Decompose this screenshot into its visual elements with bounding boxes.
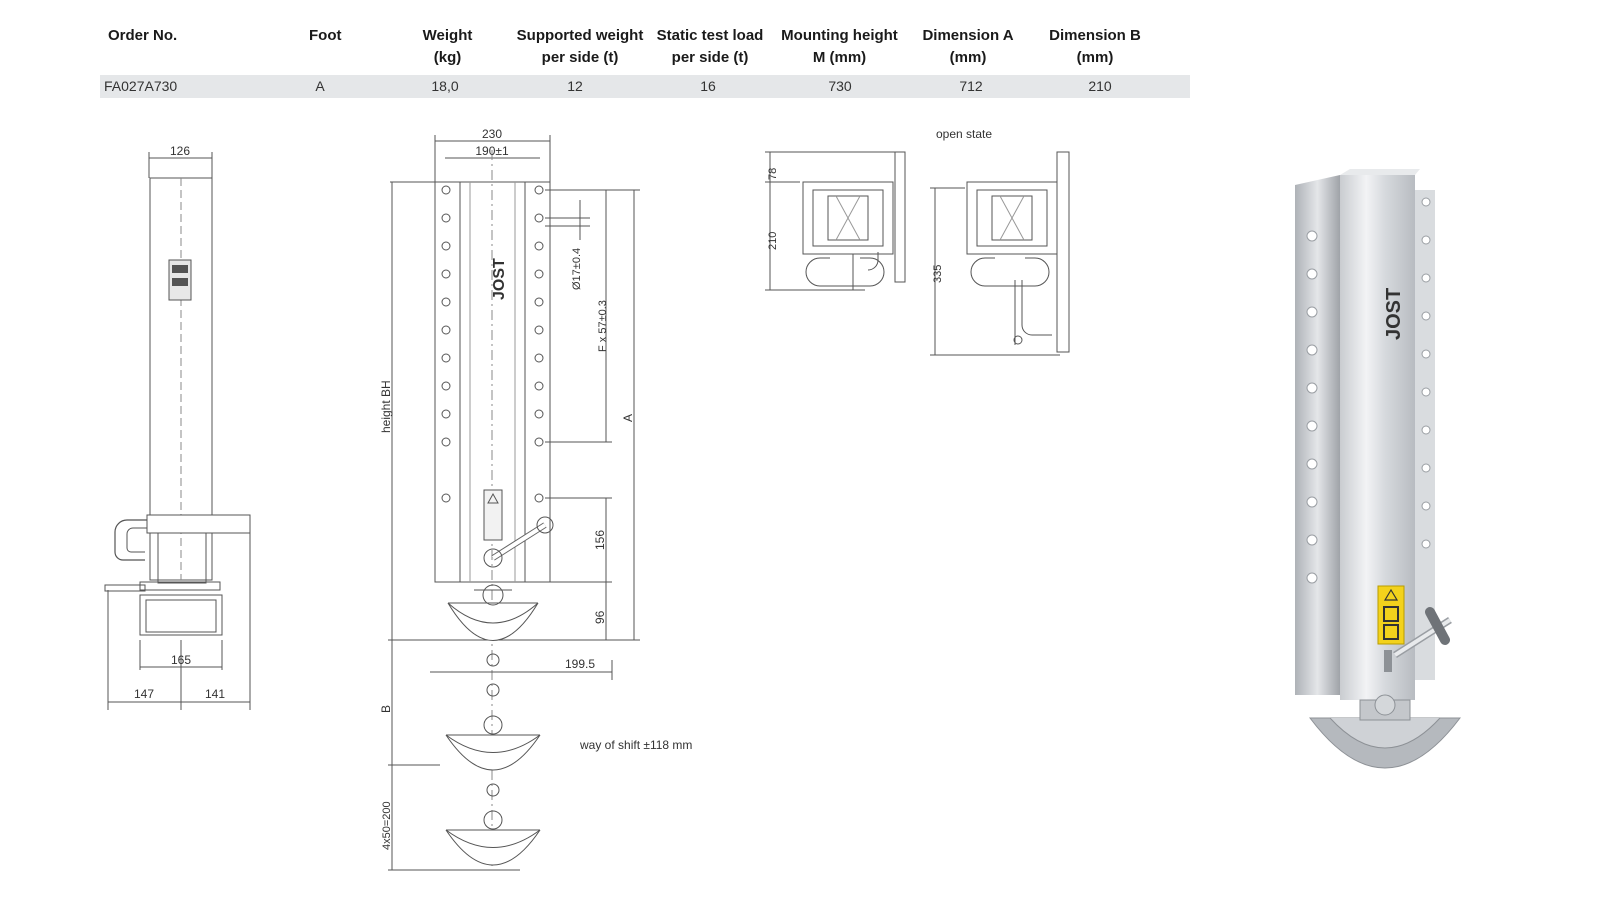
dim-pitch: F x 57±0.3 <box>597 300 609 352</box>
header-line: (mm) <box>1076 49 1114 66</box>
header-static-test-load: Static test load per side (t) <box>645 25 775 69</box>
header-line: Static test load <box>656 27 764 44</box>
header-line: (mm) <box>949 49 987 66</box>
header-foot: Foot <box>309 25 369 47</box>
dim-199-5: 199.5 <box>565 657 595 671</box>
header-line: Supported weight <box>516 27 644 44</box>
header-weight: Weight (kg) <box>400 25 495 69</box>
header-line: Foot <box>309 27 342 44</box>
dim-147: 147 <box>134 687 154 701</box>
dim-210: 210 <box>767 232 779 250</box>
mounting-holes-right <box>534 185 544 503</box>
header-dimension-a: Dimension A (mm) <box>908 25 1028 69</box>
cell-foot: A <box>315 78 325 94</box>
dim-165: 165 <box>171 653 191 667</box>
cell-dimension-a: 712 <box>959 78 983 94</box>
warning-label <box>1377 585 1405 645</box>
brand-mark-front: JOST <box>491 258 508 300</box>
header-line: Weight <box>422 27 473 44</box>
header-supported-weight: Supported weight per side (t) <box>510 25 650 69</box>
header-order-no: Order No. <box>108 25 258 47</box>
header-line: per side (t) <box>541 49 619 66</box>
header-mounting-height: Mounting height M (mm) <box>772 25 907 69</box>
header-line: Mounting height <box>781 27 898 44</box>
side-view <box>104 152 251 710</box>
header-line: per side (t) <box>671 49 749 66</box>
cell-mounting-height: 730 <box>828 78 852 94</box>
dim-141: 141 <box>205 687 225 701</box>
top-view-open <box>930 151 1070 356</box>
cell-supported-weight: 12 <box>567 78 583 94</box>
dim-78: 78 <box>767 168 779 180</box>
dim-a: A <box>621 414 635 422</box>
header-line: M (mm) <box>812 49 867 66</box>
table-header: Order No. Foot Weight (kg) Supported wei… <box>100 20 1190 72</box>
dim-96: 96 <box>593 610 607 624</box>
cell-static-test-load: 16 <box>700 78 716 94</box>
product-photo <box>1295 169 1462 769</box>
dim-156: 156 <box>593 530 607 550</box>
cell-dimension-b: 210 <box>1088 78 1112 94</box>
dim-190: 190±1 <box>475 144 509 158</box>
spec-table: Order No. Foot Weight (kg) Supported wei… <box>100 20 1190 98</box>
dim-230: 230 <box>482 127 502 141</box>
cell-order-no: FA027A730 <box>104 78 178 94</box>
header-line: (kg) <box>433 49 462 66</box>
header-line: Dimension B <box>1049 27 1141 44</box>
foot-shift-2 <box>445 810 541 866</box>
dim-335: 335 <box>932 265 944 283</box>
foot-shift-1 <box>445 715 541 771</box>
header-line: Order No. <box>108 27 178 44</box>
dim-126: 126 <box>170 144 190 158</box>
header-dimension-b: Dimension B (mm) <box>1035 25 1155 69</box>
mounting-holes-left <box>441 185 451 503</box>
dim-height-bh: height BH <box>379 380 393 433</box>
cell-weight: 18,0 <box>431 78 459 94</box>
front-view <box>388 135 640 871</box>
dim-b: B <box>379 705 393 713</box>
table-row: FA027A730 A 18,0 12 16 730 712 210 <box>100 75 1190 98</box>
foot-main <box>447 584 539 641</box>
top-view-closed <box>765 151 906 291</box>
shift-note: way of shift ±118 mm <box>579 738 692 752</box>
dim-steps: 4x50=200 <box>381 801 393 850</box>
open-state-label: open state <box>936 127 992 141</box>
header-line: Dimension A <box>922 27 1014 44</box>
dim-hole-diameter: Ø17±0.4 <box>571 248 583 290</box>
brand-mark-photo: JOST <box>1383 288 1405 340</box>
